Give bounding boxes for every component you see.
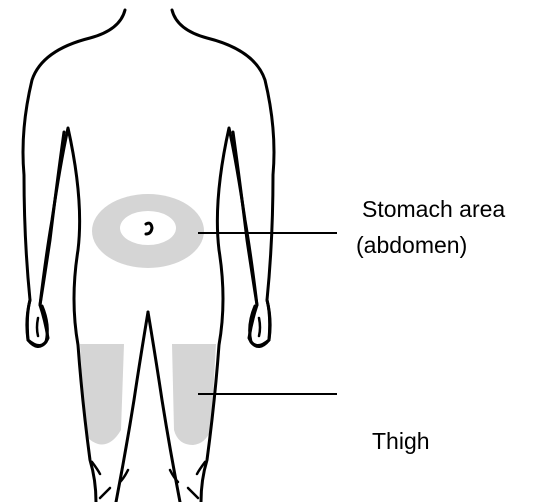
thigh-label: Thigh — [372, 428, 430, 454]
abdomen-label: (abdomen) — [356, 232, 467, 258]
stomach-zone-inner — [120, 211, 176, 245]
right-arm-inner — [233, 132, 257, 305]
right-thumb — [259, 318, 260, 336]
stomach-area-label: Stomach area — [362, 196, 505, 222]
left-arm-inner — [40, 132, 64, 305]
left-thumb — [37, 318, 38, 336]
knee-mark-right-3 — [188, 488, 198, 498]
knee-mark-left-3 — [100, 488, 110, 498]
